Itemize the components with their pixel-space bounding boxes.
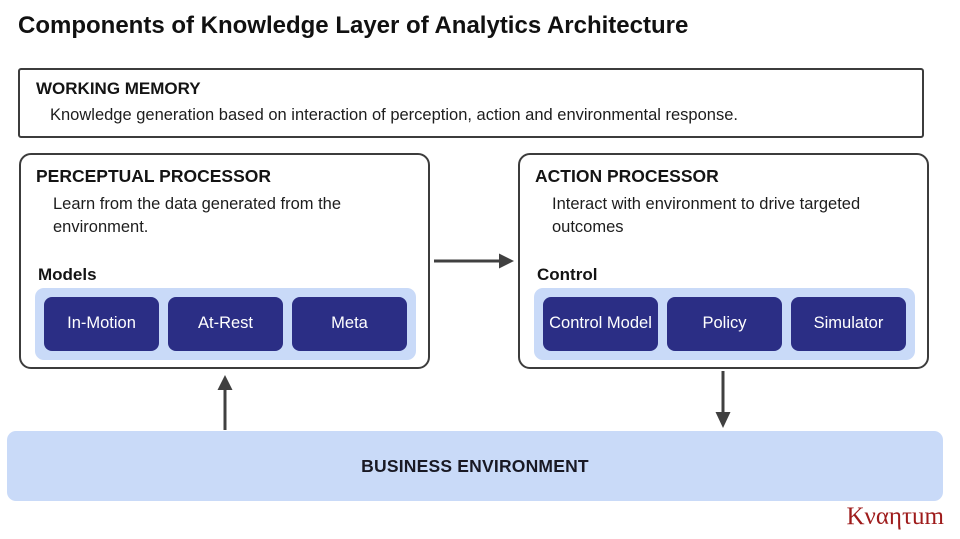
working-memory-description: Knowledge generation based on interactio…	[50, 106, 738, 124]
chip-meta: Meta	[292, 297, 407, 351]
chip-control-model: Control Model	[543, 297, 658, 351]
chip-policy: Policy	[667, 297, 782, 351]
perceptual-processor-heading: PERCEPTUAL PROCESSOR	[36, 166, 271, 186]
business-environment-label: BUSINESS ENVIRONMENT	[361, 455, 589, 476]
action-processor-box: ACTION PROCESSOR Interact with environme…	[518, 153, 929, 369]
flow-arrow-up-icon	[217, 375, 233, 430]
control-group-label: Control	[537, 265, 598, 284]
working-memory-box: WORKING MEMORY Knowledge generation base…	[18, 68, 924, 138]
action-processor-heading: ACTION PROCESSOR	[535, 166, 719, 186]
kvantum-logo: Κναητum	[846, 503, 944, 530]
chip-simulator: Simulator	[791, 297, 906, 351]
perceptual-processor-box: PERCEPTUAL PROCESSOR Learn from the data…	[19, 153, 430, 369]
flow-arrow-right-icon	[434, 253, 514, 269]
perceptual-processor-description: Learn from the data generated from the e…	[53, 195, 342, 237]
models-group-label: Models	[38, 265, 97, 284]
business-environment-bar: BUSINESS ENVIRONMENT	[7, 431, 943, 501]
action-processor-description: Interact with environment to drive targe…	[552, 195, 861, 237]
chip-in-motion: In-Motion	[44, 297, 159, 351]
working-memory-heading: WORKING MEMORY	[36, 79, 201, 98]
models-chip-tray: In-Motion At-Rest Meta	[35, 288, 416, 360]
chip-at-rest: At-Rest	[168, 297, 283, 351]
flow-arrow-down-icon	[715, 371, 731, 428]
page-title: Components of Knowledge Layer of Analyti…	[18, 12, 689, 39]
control-chip-tray: Control Model Policy Simulator	[534, 288, 915, 360]
